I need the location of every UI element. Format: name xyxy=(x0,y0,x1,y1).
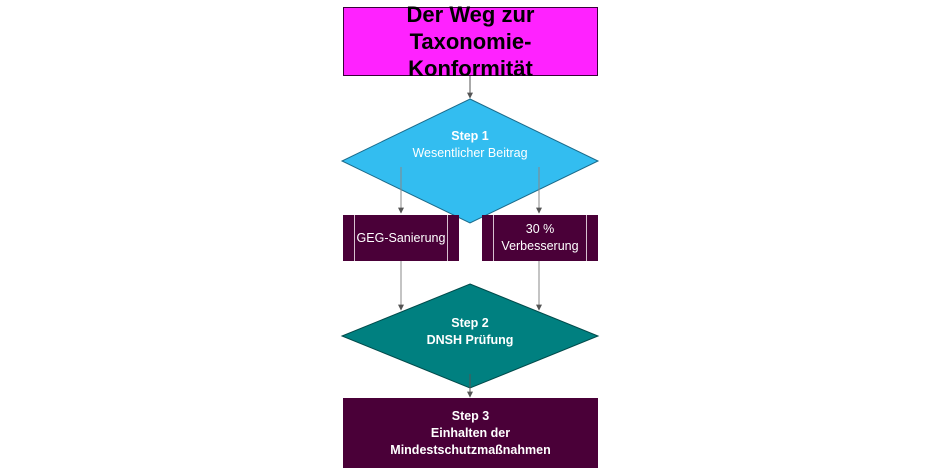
step2-heading: Step 2 xyxy=(451,316,489,330)
title-box: Der Weg zur Taxonomie- Konformität xyxy=(343,2,598,81)
step2-label: Step 2 DNSH Prüfung xyxy=(380,315,560,349)
title-line-2: Konformität xyxy=(408,56,533,81)
option-improvement-bar-right xyxy=(586,215,587,261)
option-geg-box: GEG-Sanierung xyxy=(343,215,459,261)
option-geg-text: GEG-Sanierung xyxy=(356,230,446,245)
option-improvement-line-2: Verbesserung xyxy=(501,239,579,253)
step2-text: DNSH Prüfung xyxy=(426,333,514,347)
title-line-1: Der Weg zur Taxonomie- xyxy=(406,2,535,54)
option-improvement-line-1: 30 % xyxy=(525,222,555,236)
option-geg-bar-right xyxy=(447,215,448,261)
diagram-title: Der Weg zur Taxonomie- Konformität xyxy=(344,1,597,82)
step3-box: Step 3 Einhalten der Mindestschutzmaßnah… xyxy=(343,398,598,468)
step3-line-1: Einhalten der xyxy=(430,425,511,440)
step1-label: Step 1 Wesentlicher Beitrag xyxy=(380,128,560,162)
step3-line-2: Mindestschutzmaßnahmen xyxy=(390,442,551,457)
step1-text: Wesentlicher Beitrag xyxy=(412,146,528,160)
step1-diamond xyxy=(340,98,600,224)
option-improvement-box: 30 % Verbesserung xyxy=(482,215,598,261)
step1-heading: Step 1 xyxy=(451,129,489,143)
step3-heading: Step 3 xyxy=(451,408,490,423)
option-improvement-bar-left xyxy=(493,215,494,261)
option-geg-bar-left xyxy=(354,215,355,261)
